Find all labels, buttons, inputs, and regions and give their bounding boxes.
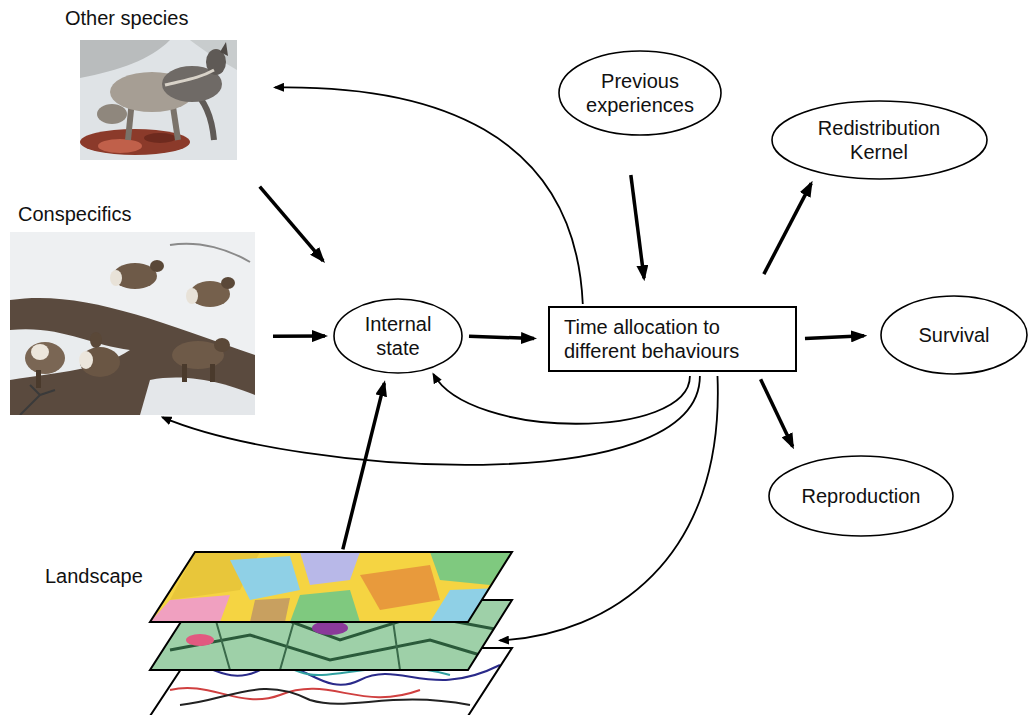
illustration-part <box>360 565 440 610</box>
picture-panel: Landscape <box>150 550 512 715</box>
illustration-part <box>98 139 142 153</box>
node-label: Redistribution Kernel <box>799 116 959 164</box>
illustration-part <box>230 556 300 600</box>
ellipse-outline <box>771 100 988 180</box>
ellipse-outline <box>333 298 463 374</box>
node-label: Reproduction <box>802 484 921 508</box>
node-label-box: Redistribution Kernel <box>771 100 988 180</box>
arrow-connector <box>805 336 864 339</box>
illustration-part <box>221 277 235 289</box>
node-label: Survival <box>918 323 989 347</box>
process-box: Time allocation to different behaviours <box>548 306 797 372</box>
picture-heading: Other species <box>65 6 188 30</box>
illustration-part <box>150 260 164 272</box>
arrow-connector <box>469 336 534 338</box>
arrow-connector <box>500 376 718 640</box>
illustration-part <box>80 40 237 160</box>
landscape-layers <box>150 552 512 715</box>
illustration-part <box>110 270 122 286</box>
illustration-part <box>220 42 228 56</box>
illustration-part <box>36 370 41 388</box>
illustration-part <box>144 133 176 143</box>
wolves-photo <box>80 40 237 160</box>
illustration-part <box>214 338 230 352</box>
illustration-part <box>10 232 255 415</box>
node-label: Internal state <box>352 312 444 360</box>
arrow-connector <box>433 374 690 424</box>
illustration-part <box>250 598 290 622</box>
illustration-part <box>186 634 214 646</box>
picture-heading-text: Other species <box>65 6 188 30</box>
illustration-part <box>170 244 250 262</box>
node-label-box: Time allocation to different behaviours <box>550 308 795 370</box>
ellipse-node: Previous experiences <box>558 50 722 136</box>
illustration-part <box>20 385 55 415</box>
sheep-photo <box>10 232 255 415</box>
illustration-part <box>79 351 93 369</box>
node-label-box: Internal state <box>333 298 463 374</box>
node-label: Time allocation to different behaviours <box>564 315 769 363</box>
node-label-box: Reproduction <box>768 455 954 537</box>
illustration-part <box>300 552 360 585</box>
arrow-connector <box>631 175 644 278</box>
picture-panel: Other species <box>80 40 237 160</box>
illustration-part <box>180 689 470 705</box>
illustration-part <box>80 347 120 377</box>
illustration-part <box>150 595 230 622</box>
arrow-connector <box>260 187 323 261</box>
illustration-part <box>10 329 130 380</box>
illustration-part <box>97 104 127 124</box>
illustration-part <box>31 344 49 360</box>
picture-heading: Landscape <box>45 564 143 588</box>
ellipse-node: Redistribution Kernel <box>771 100 988 180</box>
illustration-part <box>140 378 255 415</box>
illustration-part <box>150 552 512 622</box>
arrow-connector <box>761 379 793 446</box>
layer-top <box>150 552 512 622</box>
illustration-part <box>162 66 222 102</box>
arrow-connector <box>343 383 384 549</box>
illustration-part <box>170 635 480 660</box>
picture-heading-text: Landscape <box>45 564 143 588</box>
ellipse-shape <box>769 456 953 536</box>
ellipse-shape <box>334 299 462 373</box>
ellipse-node: Reproduction <box>768 455 954 537</box>
illustration-part <box>182 364 187 382</box>
arrow-connector <box>273 334 325 338</box>
illustration-part <box>10 298 255 415</box>
illustration-part <box>290 590 360 622</box>
ellipse-node: Survival <box>880 295 1028 375</box>
illustration-part <box>210 364 215 382</box>
ellipse-shape <box>559 51 721 135</box>
illustration-part <box>25 342 65 374</box>
sheep <box>25 260 235 388</box>
illustration-part <box>186 288 198 304</box>
illustration-part <box>430 588 500 622</box>
arrow-connector <box>275 87 583 304</box>
illustration-part <box>90 332 102 348</box>
node-label: Previous experiences <box>581 69 699 117</box>
illustration-part <box>312 621 348 635</box>
ellipse-node: Internal state <box>333 298 463 374</box>
ellipse-shape <box>772 101 987 179</box>
picture-heading: Conspecifics <box>18 202 131 226</box>
node-label-box: Previous experiences <box>558 50 722 136</box>
ellipse-outline <box>558 50 722 136</box>
node-label-box: Survival <box>880 295 1028 375</box>
illustration-part <box>150 552 512 622</box>
illustration-part <box>80 129 190 155</box>
illustration-part <box>150 552 512 622</box>
arrow-connector <box>163 376 700 465</box>
ellipse-shape <box>881 296 1027 374</box>
arrow-connector <box>764 183 811 274</box>
illustration-part <box>165 70 214 85</box>
picture-panel: Conspecifics <box>10 232 255 415</box>
picture-heading-text: Conspecifics <box>18 202 131 226</box>
illustration-part <box>430 552 512 585</box>
